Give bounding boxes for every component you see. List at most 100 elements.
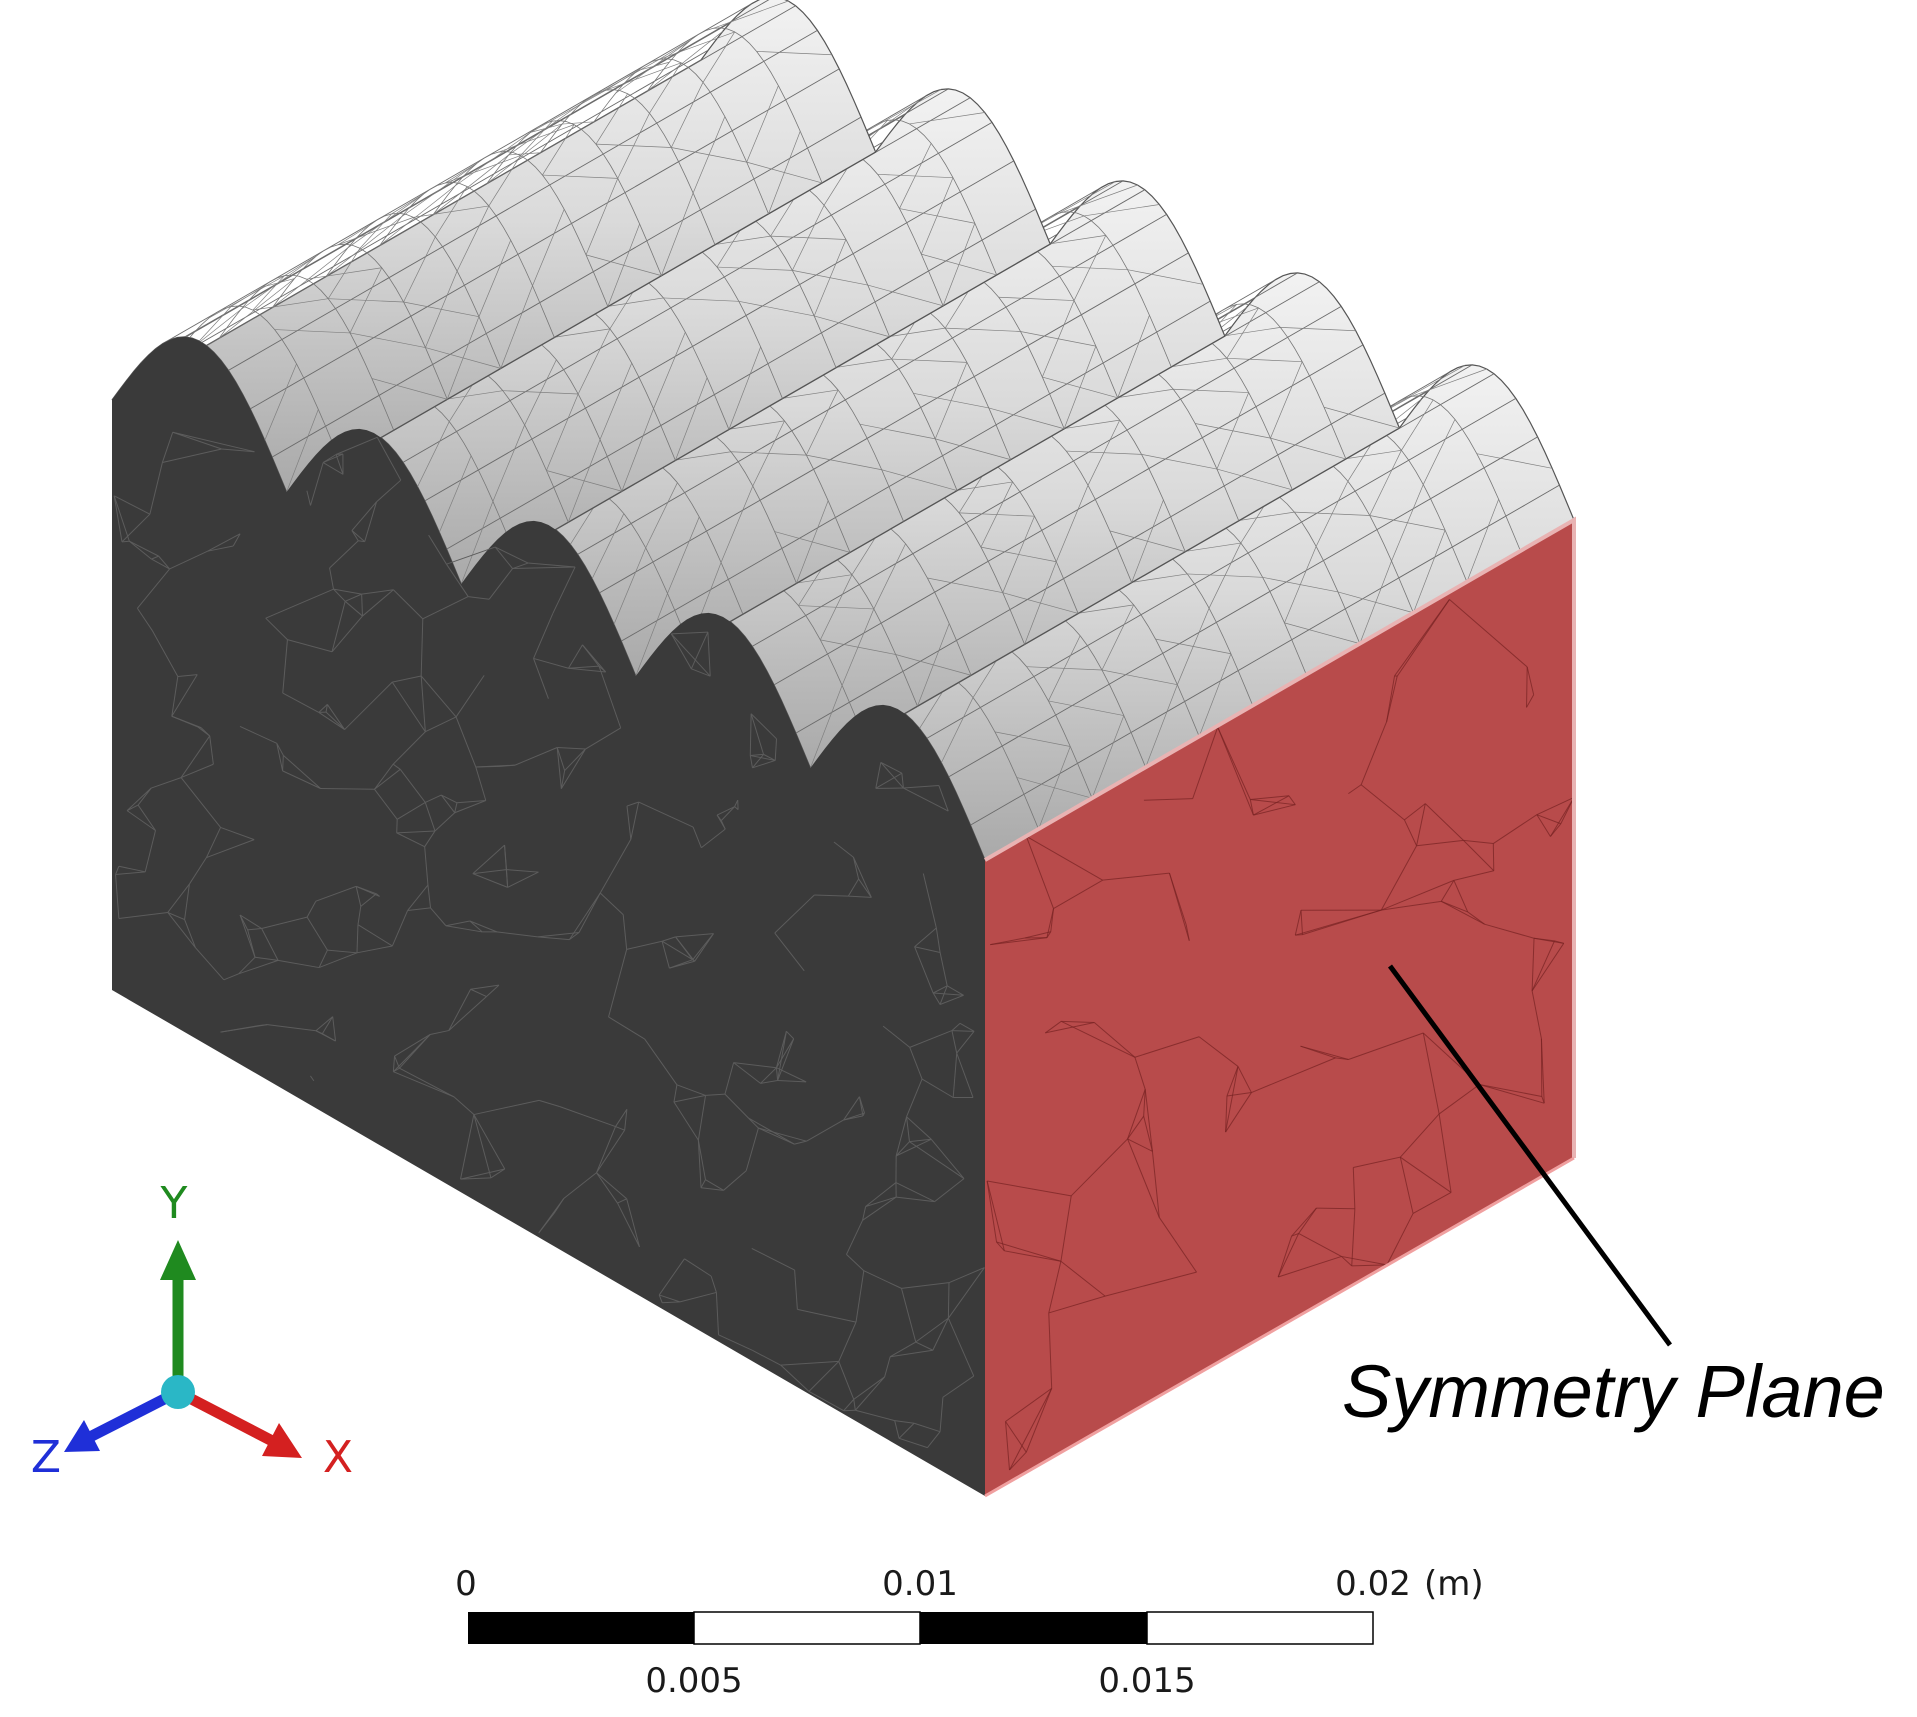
symmetry-mesh-line bbox=[1341, 1255, 1388, 1266]
cut-face-mesh-line bbox=[188, 857, 207, 885]
symmetry-mesh-line bbox=[1288, 795, 1296, 805]
cut-face-mesh-line bbox=[750, 755, 776, 761]
symmetry-mesh-line bbox=[1531, 940, 1555, 992]
cut-face-mesh-line bbox=[865, 1182, 897, 1207]
scale-unit-label: (m) bbox=[1424, 1564, 1484, 1604]
cut-face-mesh-line bbox=[780, 1360, 839, 1366]
ridge-mesh-line bbox=[1042, 300, 1075, 378]
cut-face-mesh-line bbox=[564, 748, 586, 771]
cut-face-mesh-line bbox=[469, 920, 498, 933]
symmetry-mesh-line bbox=[1134, 1036, 1200, 1058]
cut-face-mesh-line bbox=[922, 873, 937, 929]
cut-face-mesh-line bbox=[552, 566, 576, 614]
mesh-cut-face bbox=[112, 336, 985, 1496]
cut-face-mesh-line bbox=[673, 1084, 678, 1103]
cut-face-mesh-line bbox=[724, 1093, 749, 1119]
cut-face-mesh-line bbox=[392, 1056, 396, 1072]
ridge-mesh-line bbox=[1040, 181, 1116, 224]
cut-face-mesh-line bbox=[794, 1270, 798, 1310]
cut-face-mesh-line bbox=[624, 1109, 628, 1131]
symmetry-mesh-line bbox=[1048, 1312, 1053, 1389]
cut-face-mesh-line bbox=[238, 959, 279, 975]
ridge-mesh-line bbox=[252, 298, 329, 311]
symmetry-face-mesh-lines bbox=[986, 599, 1575, 1471]
cut-face-mesh-line bbox=[126, 804, 139, 812]
symmetry-mesh-line bbox=[1225, 1092, 1252, 1133]
cut-face-mesh-line bbox=[473, 1114, 506, 1170]
cut-face-mesh-line bbox=[528, 562, 576, 568]
ridge-mesh-line bbox=[1389, 365, 1466, 408]
cut-face-mesh-line bbox=[115, 871, 146, 875]
cut-face-mesh-line bbox=[472, 844, 505, 874]
cut-face-mesh-line bbox=[171, 676, 179, 717]
cut-face-mesh-line bbox=[473, 1114, 492, 1178]
ridge-mesh-line bbox=[670, 82, 704, 148]
symmetry-mesh-line bbox=[1302, 909, 1382, 936]
ridge-mesh-line bbox=[1145, 684, 1178, 768]
ridge-mesh-line bbox=[1226, 357, 1303, 363]
cut-face-mesh-line bbox=[939, 1397, 944, 1432]
cut-face-mesh-line bbox=[151, 558, 170, 570]
cut-face-mesh-line bbox=[162, 448, 222, 463]
cut-face-mesh-line bbox=[151, 777, 182, 789]
ridge-mesh-line bbox=[585, 178, 619, 255]
cut-face-mesh-line bbox=[315, 885, 357, 902]
symmetry-mesh-line bbox=[1250, 795, 1289, 801]
scale-bar-segment-1 bbox=[468, 1612, 694, 1644]
ridge-mesh-line bbox=[613, 547, 647, 625]
scale-bar-segment-4 bbox=[1146, 1611, 1374, 1645]
symmetry-mesh-line bbox=[1440, 880, 1455, 902]
cut-face-mesh-line bbox=[494, 546, 513, 569]
cut-face-mesh-line bbox=[399, 1034, 431, 1069]
cut-face-mesh-line bbox=[287, 639, 333, 653]
cut-face-mesh-line bbox=[707, 632, 711, 677]
cut-face-mesh-line bbox=[705, 1179, 724, 1191]
ridge-mesh-line bbox=[945, 327, 1021, 332]
cut-face-mesh-line bbox=[362, 589, 394, 617]
cut-face-mesh-line bbox=[701, 828, 726, 849]
cut-face-mesh-line bbox=[151, 555, 159, 560]
cut-face-mesh-line bbox=[946, 985, 964, 996]
cut-face-mesh-line bbox=[318, 952, 358, 969]
ridge-mesh-line bbox=[1002, 516, 1035, 593]
cut-face-mesh-line bbox=[749, 713, 752, 756]
symmetry-mesh-line bbox=[1400, 1156, 1452, 1193]
cut-face-mesh-line bbox=[126, 810, 156, 831]
cut-face-mesh-line bbox=[455, 675, 485, 718]
ridge-mesh-line bbox=[1226, 307, 1259, 359]
cut-face-mesh-line bbox=[195, 947, 225, 981]
cut-face-mesh-line bbox=[786, 1030, 795, 1040]
ridge-mesh-line bbox=[716, 266, 793, 271]
callout-leader-line bbox=[1387, 964, 1673, 1347]
symmetry-mesh-line bbox=[990, 937, 1047, 946]
symmetry-mesh-line bbox=[1360, 721, 1388, 785]
cut-face-mesh-line bbox=[777, 1079, 807, 1083]
symmetry-mesh-line bbox=[1404, 803, 1426, 821]
cut-face-mesh-line bbox=[136, 607, 153, 631]
cut-face-mesh-line bbox=[615, 1109, 628, 1127]
cut-face-mesh-line bbox=[777, 1031, 787, 1081]
ridge-mesh-line bbox=[970, 484, 1560, 826]
cut-face-mesh-line bbox=[774, 738, 778, 761]
cut-face-mesh-line bbox=[327, 949, 358, 954]
symmetry-mesh-line bbox=[987, 1180, 1072, 1197]
symmetry-mesh-line bbox=[1127, 1115, 1145, 1140]
ridge-mesh-line bbox=[1087, 419, 1121, 486]
cut-face-mesh-line bbox=[848, 895, 872, 898]
symmetry-mesh-line bbox=[1048, 1261, 1062, 1314]
cut-face-mesh-line bbox=[454, 802, 458, 813]
symmetry-mesh-line bbox=[1143, 798, 1193, 801]
cut-face-mesh-line bbox=[376, 479, 402, 503]
cut-face-mesh-line bbox=[661, 941, 670, 969]
scale-label-0.02: 0.02 bbox=[1335, 1564, 1411, 1604]
cut-face-mesh-line bbox=[533, 658, 549, 699]
ridge-mesh-line bbox=[675, 377, 708, 461]
ridge-mesh-line bbox=[424, 160, 1015, 502]
cut-face-mesh-line bbox=[833, 841, 854, 858]
ridge-mesh-line bbox=[980, 481, 1013, 548]
ridge-mesh-line bbox=[520, 120, 553, 156]
cut-face-mesh-line bbox=[422, 596, 469, 620]
ridge-mesh-line bbox=[1359, 560, 1392, 644]
cut-face-mesh-line bbox=[506, 869, 509, 888]
cut-face-mesh-line bbox=[391, 910, 409, 947]
